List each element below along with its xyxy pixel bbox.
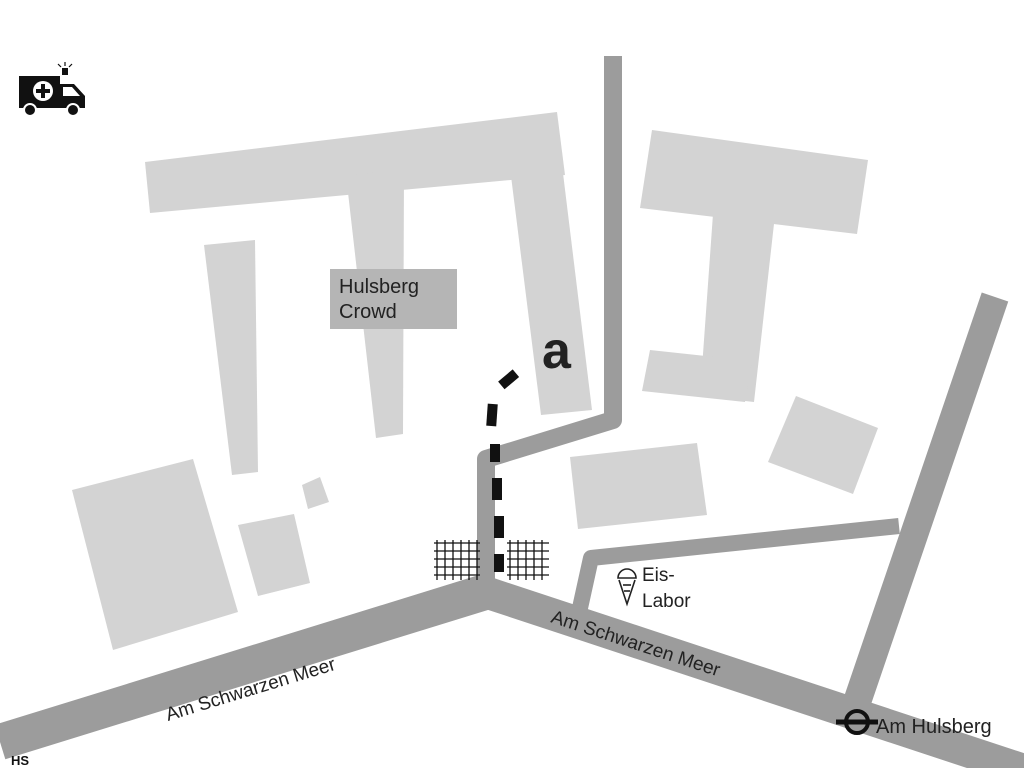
dashed-footpath — [486, 369, 520, 572]
building-small-left — [238, 514, 310, 596]
footpath-dash — [498, 369, 520, 390]
venue-label-box — [330, 269, 457, 329]
footpath-dash — [494, 554, 504, 572]
road-am-schwarzen-meer-right — [479, 576, 1024, 773]
building-top-bar — [145, 112, 565, 213]
venue-label-line1: Hulsberg — [339, 276, 419, 298]
road-side-lane — [572, 518, 900, 610]
venue-label-line2: Crowd — [339, 301, 397, 323]
venue-letter-a-icon: a — [542, 322, 572, 380]
footpath-dash — [490, 444, 500, 462]
building-t-foot — [642, 350, 752, 402]
eis-labor-poi: Eis- Labor — [617, 565, 691, 612]
building-t-stem — [700, 200, 776, 402]
building-mid-right — [570, 443, 707, 529]
ice-cream-icon — [617, 568, 637, 607]
tram-stop: Am Hulsberg — [836, 709, 992, 738]
footpath-dash — [492, 478, 502, 500]
map-signature: HS — [11, 753, 29, 768]
road-east-avenue — [842, 292, 1009, 710]
tram-stop-name: Am Hulsberg — [876, 716, 992, 738]
eis-labor-line1: Eis- — [642, 565, 675, 586]
building-large-left — [72, 459, 238, 650]
building-column-left — [204, 240, 258, 475]
building-tiny — [302, 477, 329, 509]
building-far-right — [768, 396, 878, 494]
crosswalk-grid-right — [507, 540, 549, 580]
ambulance-icon — [19, 62, 85, 117]
roads — [0, 56, 1024, 773]
road-north-path — [477, 56, 622, 592]
tram-stop-icon — [836, 709, 878, 735]
road-am-schwarzen-meer-left — [0, 574, 491, 760]
crosswalk-grid — [434, 540, 549, 580]
venue-label: Hulsberg Crowd — [330, 269, 457, 329]
building-t-top — [640, 130, 868, 234]
building-column-right — [510, 165, 592, 415]
eis-labor-line2: Labor — [642, 591, 691, 612]
footpath-dash — [494, 516, 504, 538]
crosswalk-grid-left — [434, 540, 480, 580]
footpath-dash — [486, 403, 498, 427]
